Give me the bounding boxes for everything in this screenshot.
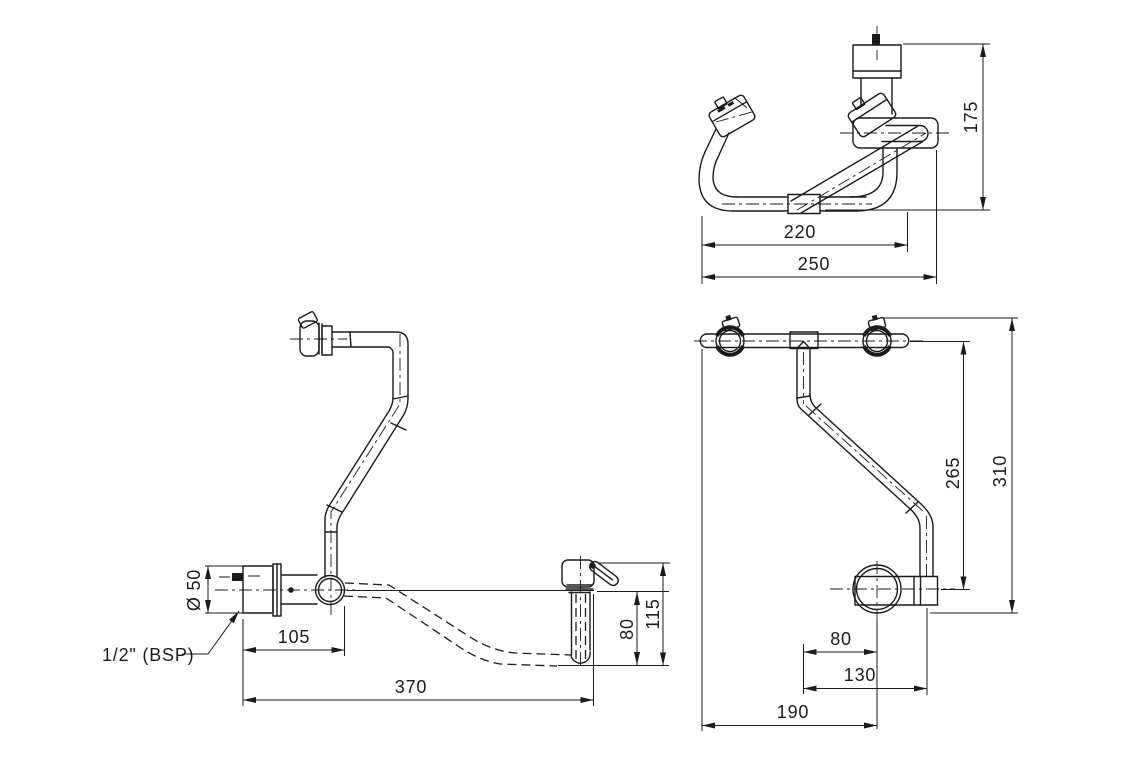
dim-175: 175 bbox=[825, 43, 990, 211]
dim-80-front-label: 80 bbox=[617, 618, 637, 640]
dim-130: 130 bbox=[803, 608, 928, 695]
top-centre-valve bbox=[847, 92, 897, 138]
side-view-dimensions: 265 310 80 130 190 bbox=[701, 317, 1018, 731]
dim-130-label: 130 bbox=[844, 665, 876, 685]
dim-diameter-50: Ø 50 bbox=[184, 565, 245, 614]
top-spout-diagonal bbox=[790, 125, 927, 214]
front-swivel-joint bbox=[314, 574, 346, 606]
dim-175-label: 175 bbox=[961, 101, 981, 133]
cap-stem bbox=[872, 34, 880, 45]
side-right-mount bbox=[862, 314, 892, 357]
front-view-dimensions: Ø 50 1/2" (BSP) 105 370 80 115 bbox=[102, 562, 670, 706]
top-cartridge-cap bbox=[852, 26, 902, 115]
thread-callout: 1/2" (BSP) bbox=[102, 610, 240, 665]
dim-220: 220 bbox=[701, 212, 908, 284]
dim-265-label: 265 bbox=[943, 457, 963, 489]
dim-310: 310 bbox=[882, 317, 1018, 614]
side-view bbox=[694, 314, 955, 729]
dim-115-label: 115 bbox=[643, 598, 663, 629]
dim-370: 370 bbox=[242, 594, 594, 706]
dim-250-label: 250 bbox=[798, 254, 830, 274]
side-tee-and-downpipe bbox=[789, 331, 819, 404]
dim-80-front: 80 bbox=[558, 591, 669, 666]
inlet-stub bbox=[232, 573, 243, 581]
top-view-dimensions: 175 220 250 bbox=[701, 43, 990, 284]
dim-220-label: 220 bbox=[784, 222, 816, 242]
front-handle-valve bbox=[290, 311, 347, 357]
dim-115: 115 bbox=[598, 562, 670, 666]
dim-80-side-label: 80 bbox=[830, 629, 852, 649]
dim-diameter-label: Ø 50 bbox=[184, 569, 204, 611]
front-spout-lowered bbox=[343, 556, 594, 668]
front-wall-body bbox=[215, 563, 356, 617]
dim-310-label: 310 bbox=[990, 455, 1010, 487]
dim-190: 190 bbox=[701, 349, 877, 731]
dim-190-label: 190 bbox=[777, 702, 809, 722]
dim-370-label: 370 bbox=[395, 677, 427, 697]
front-outlet-valve bbox=[561, 559, 619, 594]
side-spout-body bbox=[830, 561, 955, 729]
dim-265: 265 bbox=[910, 341, 970, 590]
top-view bbox=[698, 26, 950, 215]
side-s-pipe bbox=[796, 393, 934, 580]
thread-label: 1/2" (BSP) bbox=[102, 645, 194, 665]
side-left-mount bbox=[715, 314, 745, 357]
top-left-valve bbox=[708, 94, 756, 138]
front-view bbox=[215, 311, 619, 668]
front-upper-pipe bbox=[324, 331, 409, 618]
top-wall-bracket bbox=[840, 117, 950, 149]
dim-105: 105 bbox=[242, 606, 345, 656]
dim-250: 250 bbox=[702, 150, 937, 284]
dim-105-label: 105 bbox=[278, 627, 310, 647]
top-rail-pipe bbox=[698, 128, 898, 215]
